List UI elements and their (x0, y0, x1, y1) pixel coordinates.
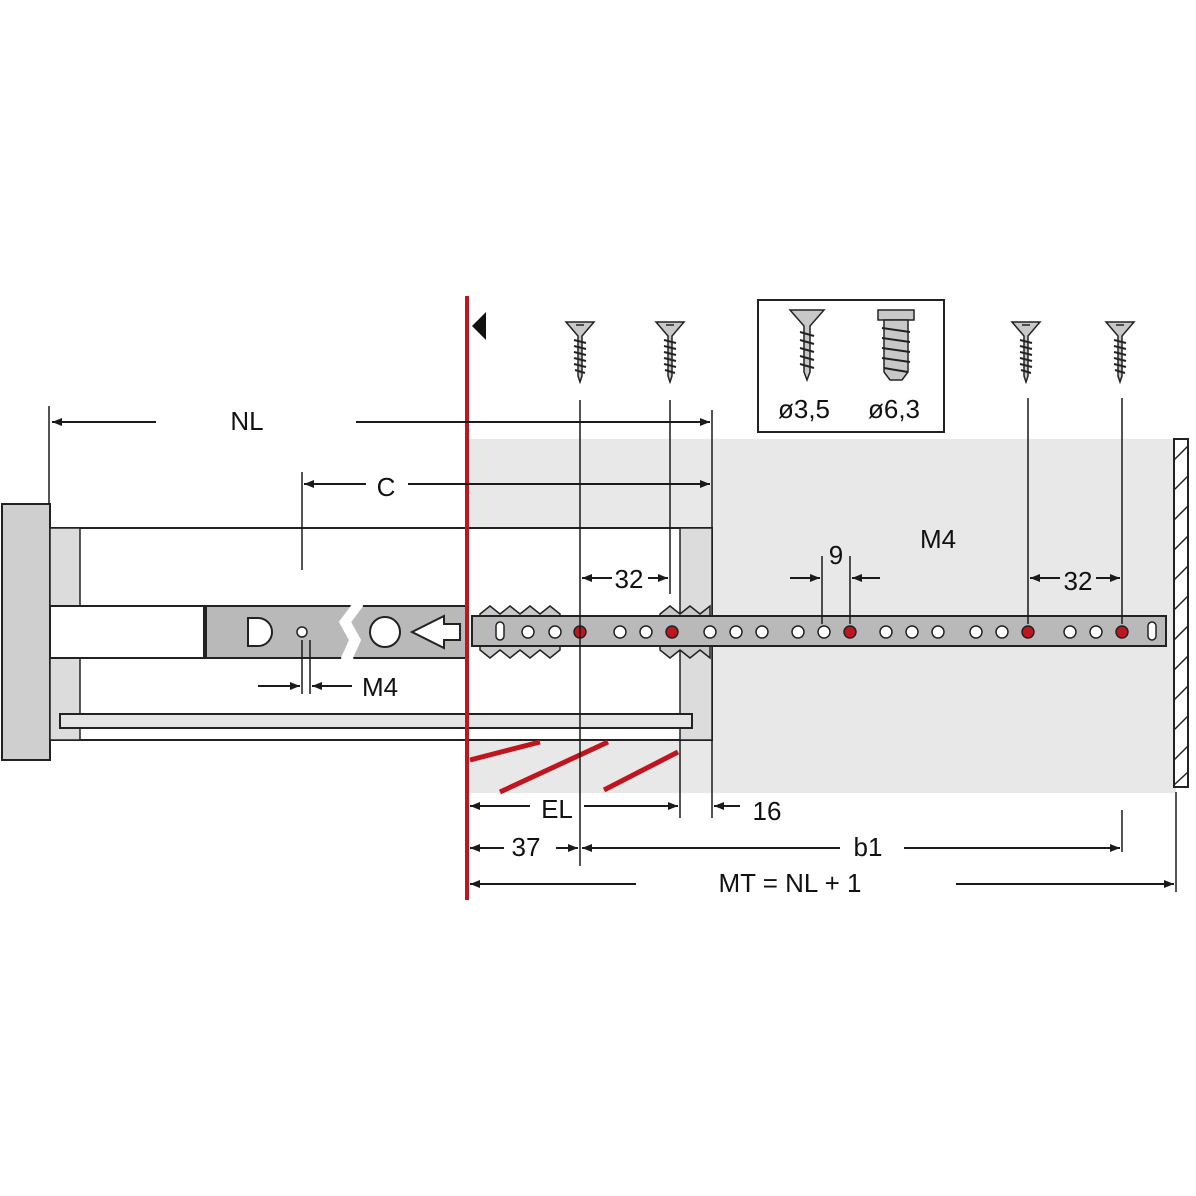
small-screw-label: ø3,5 (778, 394, 830, 424)
screw-hole (613, 625, 627, 639)
screw-icon (565, 321, 595, 383)
large-screw-label: ø6,3 (868, 394, 920, 424)
extension-lines (48, 398, 1177, 892)
screw-hole (755, 625, 769, 639)
front-edge-hatch (469, 739, 680, 795)
runner-rail (471, 604, 1167, 660)
screw-hole (1063, 625, 1077, 639)
dim-32-right-label: 32 (1064, 566, 1093, 596)
screw-hole (791, 625, 805, 639)
screw-hole (879, 625, 893, 639)
dim-nl-label: NL (230, 406, 263, 436)
screw-hole (995, 625, 1009, 639)
screw-hole (969, 625, 983, 639)
screw-hole-marked (665, 625, 679, 639)
screw-icon (1011, 321, 1041, 383)
screw-hole (817, 625, 831, 639)
screw-hole-marked (1021, 625, 1035, 639)
small-screw-icon (788, 309, 826, 383)
dim-m4-bracket-label: M4 (362, 672, 398, 702)
screw-hole (905, 625, 919, 639)
screw-hole (521, 625, 535, 639)
dimension-lines (52, 418, 1174, 888)
dim-32-left-label: 32 (615, 564, 644, 594)
dim-b1-label: b1 (854, 832, 883, 862)
dim-9-label: 9 (829, 540, 843, 570)
rear-bracket (205, 585, 469, 679)
screw-icon (655, 321, 685, 383)
dim-c-label: C (377, 472, 396, 502)
screw-hole (639, 625, 653, 639)
screw-legend: ø3,5 ø6,3 (757, 299, 945, 433)
dim-el-label: EL (541, 794, 573, 824)
screw-hole (548, 625, 562, 639)
drawer-front (1, 503, 51, 761)
front-edge-marker (472, 312, 486, 340)
dim-16-label: 16 (753, 796, 782, 826)
dim-m4-top-label: M4 (920, 524, 956, 554)
screw-hole (703, 625, 717, 639)
cabinet-back-wall (1173, 438, 1189, 788)
screw-icon (1105, 321, 1135, 383)
screw-hole-marked (1115, 625, 1129, 639)
screw-hole-marked (843, 625, 857, 639)
screw-hole (1089, 625, 1103, 639)
screw-hole (931, 625, 945, 639)
large-screw-icon (877, 309, 915, 381)
dim-mt-label: MT = NL + 1 (718, 868, 861, 898)
dim-37-label: 37 (512, 832, 541, 862)
screw-hole (729, 625, 743, 639)
